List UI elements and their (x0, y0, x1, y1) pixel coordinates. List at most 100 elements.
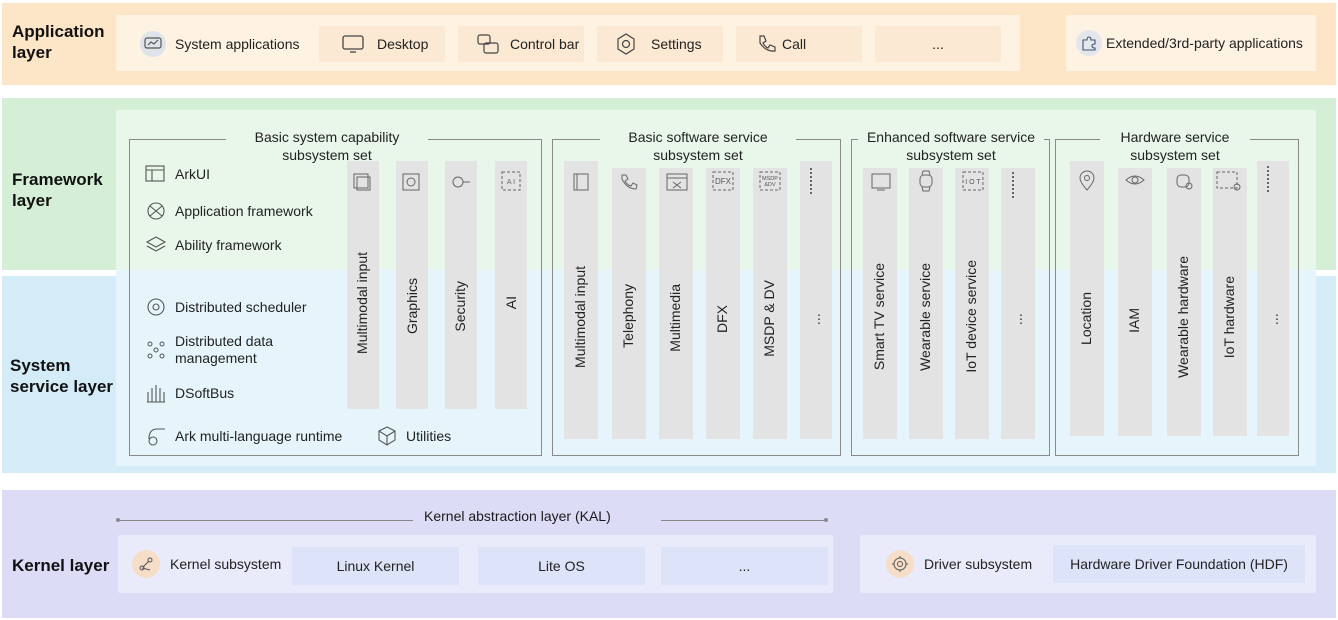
multimodal-input-icon (353, 173, 371, 191)
book-icon (573, 173, 589, 191)
kernel-subsystem-label: Kernel subsystem (170, 556, 282, 572)
column-dfx[interactable] (706, 168, 740, 439)
app-call[interactable]: Call (736, 26, 862, 62)
vertical-ellipsis (1267, 166, 1270, 192)
arkui-icon (145, 164, 167, 184)
app-framework-icon (145, 201, 167, 221)
puzzle-icon (1076, 30, 1102, 56)
column-iot-device-service[interactable] (955, 168, 989, 439)
scheduler-icon (145, 296, 167, 318)
app-desktop[interactable]: Desktop (319, 26, 445, 62)
app-label: Call (782, 36, 807, 52)
system-apps-icon (140, 31, 166, 57)
kal-line-left (118, 520, 413, 521)
security-icon (452, 176, 470, 188)
column-multimodal-input-2[interactable] (564, 161, 598, 439)
app-label: ... (932, 36, 944, 52)
app-label: Control bar (510, 36, 580, 52)
app-label: System applications (175, 36, 300, 52)
column-multimodal-input-1[interactable] (347, 161, 379, 409)
watch-icon (919, 170, 933, 192)
kal-line-right (661, 520, 827, 521)
settings-icon (615, 33, 637, 55)
column-wearable-service[interactable] (909, 168, 943, 439)
utilities-label: Utilities (406, 428, 452, 444)
dsoftbus-item[interactable]: DSoftBus (145, 382, 234, 404)
column-label: Wearable service (917, 263, 933, 371)
basic-software-title: Basic software service subsystem set (600, 128, 796, 164)
ai-icon: A I (501, 171, 521, 191)
column-label: Smart TV service (871, 263, 887, 371)
column-label: DFX (714, 305, 730, 333)
column-label: Multimodal input (354, 252, 370, 354)
runtime-label: Ark multi-language runtime (175, 428, 343, 444)
telephony-icon (621, 174, 638, 190)
iot-hardware-icon (1216, 171, 1241, 191)
utilities-item[interactable]: Utilities (376, 425, 451, 447)
column-telephony[interactable] (612, 168, 646, 439)
data-management-label: Distributed data management (175, 333, 274, 366)
column-label: Wearable hardware (1175, 256, 1191, 378)
runtime-icon (145, 425, 169, 447)
column-iot-hardware[interactable] (1213, 168, 1247, 436)
wearable-hardware-icon (1176, 174, 1193, 190)
arkui-item[interactable]: ArkUI (145, 164, 210, 184)
column-more[interactable] (1257, 161, 1289, 436)
column-wearable-hardware[interactable] (1167, 168, 1201, 436)
dsoftbus-label: DSoftBus (175, 385, 235, 401)
ability-framework-icon (145, 235, 167, 255)
application-framework-item[interactable]: Application framework (145, 201, 313, 221)
column-msdp-dv[interactable] (753, 168, 787, 439)
desktop-icon (341, 34, 365, 54)
column-label: MSDP & DV (761, 280, 777, 357)
column-iam[interactable] (1118, 168, 1152, 436)
application-layer-label: Application layer (12, 22, 105, 62)
driver-subsystem[interactable]: Driver subsystem (886, 550, 1032, 578)
app-more[interactable]: ... (875, 26, 1001, 62)
utilities-icon (376, 425, 398, 447)
column-label: Multimedia (667, 284, 683, 352)
column-more[interactable] (800, 161, 832, 439)
column-more[interactable] (1001, 168, 1035, 439)
app-framework-label: Application framework (175, 203, 313, 219)
msdp-icon-text: MSDP&DV (762, 176, 778, 188)
dsoftbus-icon (145, 382, 167, 404)
linux-kernel-chip[interactable]: Linux Kernel (292, 547, 459, 585)
distributed-data-item[interactable]: Distributed data management (145, 333, 273, 367)
vertical-ellipsis (1012, 172, 1015, 198)
app-control-bar[interactable]: Control bar (458, 26, 584, 62)
column-smart-tv[interactable] (863, 168, 897, 439)
column-security[interactable] (445, 161, 477, 409)
kernel-subsystem[interactable]: Kernel subsystem (132, 550, 281, 578)
column-ai[interactable] (495, 161, 527, 409)
iot-icon-text: I O T (965, 179, 981, 186)
dfx-icon: DFX (712, 171, 734, 191)
kal-line-right-dot (824, 518, 828, 522)
enhanced-software-title: Enhanced software service subsystem set (858, 128, 1044, 164)
ark-runtime-item[interactable]: Ark multi-language runtime (145, 425, 342, 447)
distributed-scheduler-item[interactable]: Distributed scheduler (145, 296, 307, 318)
msdp-icon: MSDP&DV (759, 171, 781, 191)
column-graphics[interactable] (396, 161, 428, 409)
column-multimedia[interactable] (659, 168, 693, 439)
framework-layer-label: Framework layer (12, 170, 103, 210)
ability-framework-item[interactable]: Ability framework (145, 235, 282, 255)
column-label: IAM (1126, 308, 1142, 333)
column-location[interactable] (1070, 161, 1104, 436)
graphics-icon (402, 173, 420, 191)
app-settings[interactable]: Settings (597, 26, 723, 62)
kernel-layer-label: Kernel layer (12, 556, 110, 575)
lite-os-chip[interactable]: Lite OS (478, 547, 645, 585)
kernel-more-chip[interactable]: ... (661, 547, 828, 585)
control-bar-icon (476, 33, 500, 55)
iot-icon: I O T (962, 171, 984, 191)
hardware-service-title: Hardware service subsystem set (1100, 128, 1250, 164)
column-label: Multimodal input (572, 266, 588, 368)
multimedia-icon (666, 173, 688, 191)
kernel-icon (132, 550, 160, 578)
app-system-applications[interactable]: System applications (140, 26, 316, 62)
driver-subsystem-label: Driver subsystem (924, 556, 1033, 572)
app-extended[interactable]: Extended/3rd-party applications (1066, 15, 1316, 71)
hdf-chip[interactable]: Hardware Driver Foundation (HDF) (1053, 545, 1305, 583)
app-label: Settings (651, 36, 702, 52)
